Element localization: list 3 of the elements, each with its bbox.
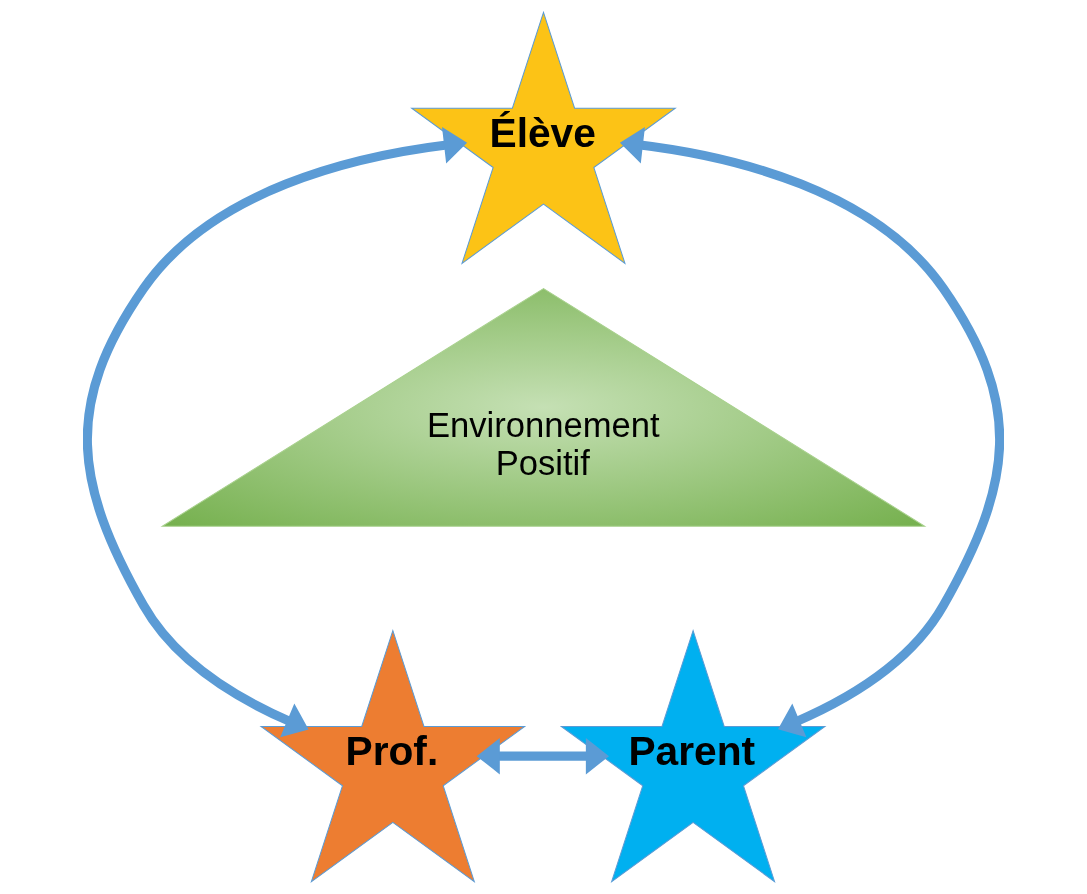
arrow [476,737,610,775]
arrow [83,127,468,738]
arrow [619,127,1004,738]
